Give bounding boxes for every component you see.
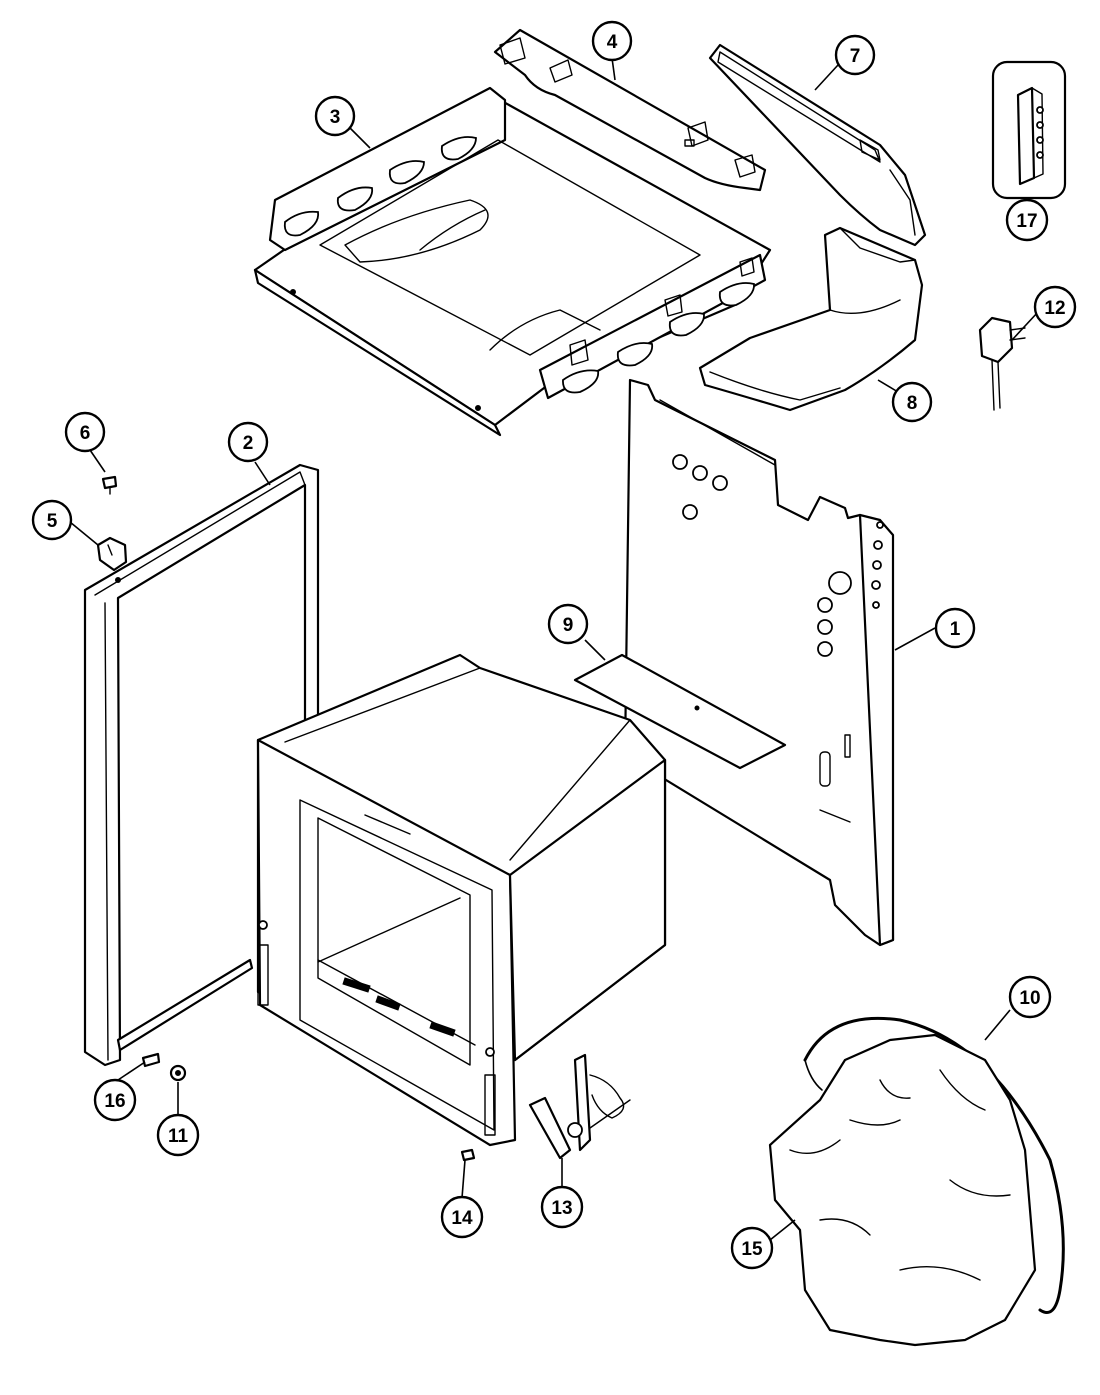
svg-text:16: 16 bbox=[104, 1091, 125, 1112]
part-10-gasket bbox=[803, 1016, 1065, 1314]
svg-text:10: 10 bbox=[1019, 988, 1040, 1009]
callout-3: 3 bbox=[314, 95, 356, 137]
callout-15: 15 bbox=[730, 1226, 774, 1270]
svg-text:15: 15 bbox=[741, 1239, 763, 1260]
part-14-screw bbox=[460, 1148, 476, 1162]
svg-text:11: 11 bbox=[168, 1126, 189, 1147]
callout-16: 16 bbox=[93, 1078, 137, 1122]
part-12-power-cord bbox=[978, 316, 1026, 411]
part-16-screw bbox=[141, 1052, 161, 1068]
callout-8: 8 bbox=[891, 381, 933, 423]
svg-text:1: 1 bbox=[950, 619, 961, 640]
callout-1: 1 bbox=[934, 607, 976, 649]
part-1-side-panel bbox=[623, 378, 895, 947]
svg-text:17: 17 bbox=[1016, 211, 1037, 232]
callout-17: 17 bbox=[1005, 198, 1049, 242]
part-9-shield-plate bbox=[573, 653, 787, 770]
part-17-terminal-block bbox=[991, 60, 1067, 200]
part-15-insulation bbox=[768, 1033, 1037, 1347]
part-5-hinge-bracket bbox=[96, 536, 128, 572]
svg-text:13: 13 bbox=[551, 1198, 572, 1219]
svg-text:4: 4 bbox=[607, 32, 618, 53]
part-11-nut bbox=[169, 1064, 187, 1082]
part-8-vent-shroud bbox=[698, 226, 924, 412]
part-3-top-tray bbox=[253, 86, 772, 437]
leader-lines bbox=[69, 57, 1039, 1241]
part-7-vent-duct bbox=[708, 43, 927, 247]
part-13-door-hinge bbox=[528, 1053, 631, 1160]
svg-text:5: 5 bbox=[47, 511, 58, 532]
callout-10: 10 bbox=[1008, 975, 1052, 1019]
svg-text:12: 12 bbox=[1044, 298, 1065, 319]
callout-5: 5 bbox=[31, 499, 73, 541]
callout-7: 7 bbox=[834, 34, 876, 76]
part-2-door-frame bbox=[83, 463, 320, 1067]
svg-text:7: 7 bbox=[850, 46, 861, 67]
callout-12: 12 bbox=[1033, 285, 1077, 329]
svg-text:3: 3 bbox=[330, 107, 341, 128]
svg-text:2: 2 bbox=[243, 433, 254, 454]
callout-14: 14 bbox=[440, 1195, 484, 1239]
svg-text:9: 9 bbox=[563, 615, 574, 636]
part-6-screw bbox=[101, 475, 118, 495]
callout-11: 11 bbox=[156, 1113, 200, 1157]
part-4-rear-bracket bbox=[493, 28, 767, 192]
svg-text:6: 6 bbox=[80, 423, 91, 444]
callout-6: 6 bbox=[64, 411, 106, 453]
svg-text:14: 14 bbox=[451, 1208, 473, 1229]
callout-4: 4 bbox=[591, 20, 633, 62]
callout-13: 13 bbox=[540, 1185, 584, 1229]
callout-2: 2 bbox=[227, 421, 269, 463]
callout-9: 9 bbox=[547, 603, 589, 645]
svg-text:8: 8 bbox=[907, 393, 918, 414]
oven-cavity bbox=[256, 653, 667, 1147]
